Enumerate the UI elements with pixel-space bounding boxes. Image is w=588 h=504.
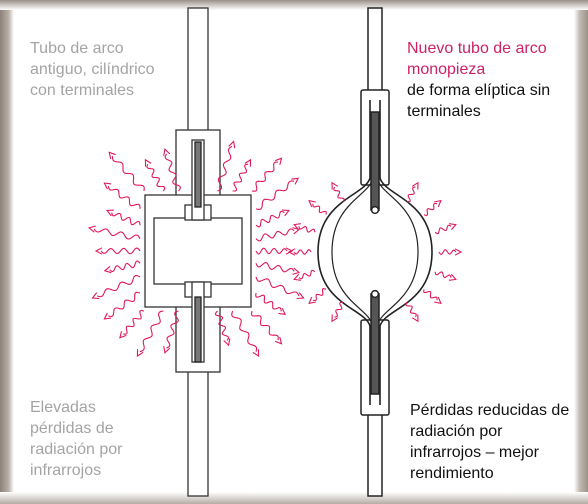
new-heat-arrow — [434, 271, 457, 281]
old-heat-arrow — [214, 310, 231, 347]
new-heat-arrow — [423, 199, 442, 216]
new-heat-arrow — [331, 181, 345, 203]
new-heat-arrow — [293, 223, 316, 233]
old-heat-arrow — [103, 260, 141, 274]
old-tube-losses-label: Elevadas pérdidas de radiación por infra… — [30, 397, 155, 481]
new-arc-tube — [317, 7, 433, 497]
photo-border-bottom — [0, 492, 588, 504]
old-heat-arrow — [255, 247, 294, 255]
old-heat-arrow — [136, 310, 164, 358]
new-tube-losses-text: Pérdidas reducidas de radiación por infr… — [410, 402, 570, 482]
old-heat-arrow — [231, 310, 260, 358]
old-heat-arrow — [163, 310, 179, 354]
old-heat-arrow — [255, 209, 290, 228]
new-heat-arrow — [331, 301, 343, 323]
new-heat-arrow — [434, 223, 457, 235]
new-tube-caption-rest: de forma elíptica sin terminales — [407, 82, 551, 120]
new-tube-caption: Nuevo tubo de arco monopieza de forma el… — [407, 38, 582, 122]
old-heat-arrow — [108, 151, 145, 192]
old-heat-arrow — [87, 225, 141, 240]
old-heat-arrow — [255, 276, 305, 300]
old-tube-lower-electrode — [194, 296, 202, 363]
new-heat-arrow — [438, 248, 463, 256]
old-heat-arrow — [119, 309, 145, 339]
old-tube-caption: Tubo de arco antiguo, cilíndrico con ter… — [30, 38, 155, 101]
old-heat-arrow — [103, 291, 141, 320]
old-heat-arrow — [250, 310, 283, 345]
old-heat-arrow — [163, 148, 181, 192]
old-heat-arrow — [232, 158, 252, 192]
old-heat-arrow — [255, 227, 301, 242]
photo-border-top — [0, 0, 588, 10]
old-heat-arrow — [91, 275, 141, 300]
old-arc-tube — [144, 7, 252, 497]
new-heat-arrow — [308, 199, 327, 215]
old-heat-arrow — [255, 293, 287, 315]
new-heat-arrow — [405, 301, 419, 323]
old-heat-arrow — [255, 177, 300, 210]
old-heat-arrow — [103, 182, 141, 209]
old-tube-inner-cavity — [153, 217, 243, 285]
new-tube-inner-wall — [331, 179, 419, 325]
new-tube-lower-electrode-tip — [370, 289, 380, 299]
old-heat-arrow — [94, 247, 141, 255]
new-tube-upper-electrode — [370, 111, 380, 211]
new-heat-arrow — [423, 289, 442, 305]
new-heat-arrow — [407, 181, 419, 203]
old-tube-caption-text: Tubo de arco antiguo, cilíndrico con ter… — [30, 40, 155, 99]
new-tube-elliptical-bulb — [317, 100, 433, 405]
new-heat-arrow — [287, 248, 312, 256]
old-heat-arrow — [255, 262, 301, 275]
new-tube-upper-electrode-tip — [370, 205, 380, 215]
new-heat-arrow — [293, 269, 316, 281]
old-tube-losses-text: Elevadas pérdidas de radiación por infra… — [30, 399, 123, 479]
old-tube-upper-electrode — [194, 141, 202, 208]
new-tube-losses-label: Pérdidas reducidas de radiación por infr… — [410, 400, 578, 484]
old-heat-arrow — [106, 209, 141, 226]
photo-border-right — [574, 0, 588, 504]
old-heat-arrow — [251, 157, 283, 192]
new-tube-lower-electrode — [370, 293, 380, 395]
new-tube-caption-highlight: Nuevo tubo de arco monopieza — [407, 40, 547, 78]
new-heat-arrow — [308, 288, 327, 305]
photo-border-left — [0, 0, 14, 504]
old-heat-arrow — [144, 158, 166, 192]
new-tube-heat-radiation — [287, 181, 463, 323]
old-heat-arrow — [217, 140, 236, 192]
old-tube-heat-radiation — [87, 140, 305, 358]
